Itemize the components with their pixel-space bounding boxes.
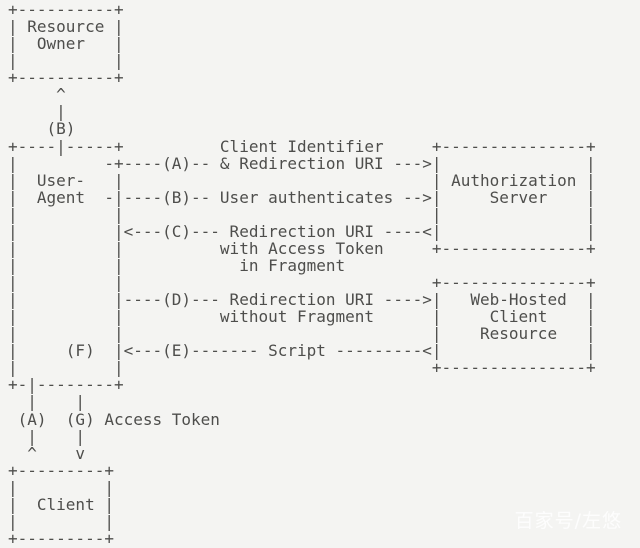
diagram-canvas: +----------+ | Resource | | Owner | | | … (8, 0, 621, 548)
oauth-implicit-grant-ascii-diagram: +----------+ | Resource | | Owner | | | … (8, 0, 596, 548)
